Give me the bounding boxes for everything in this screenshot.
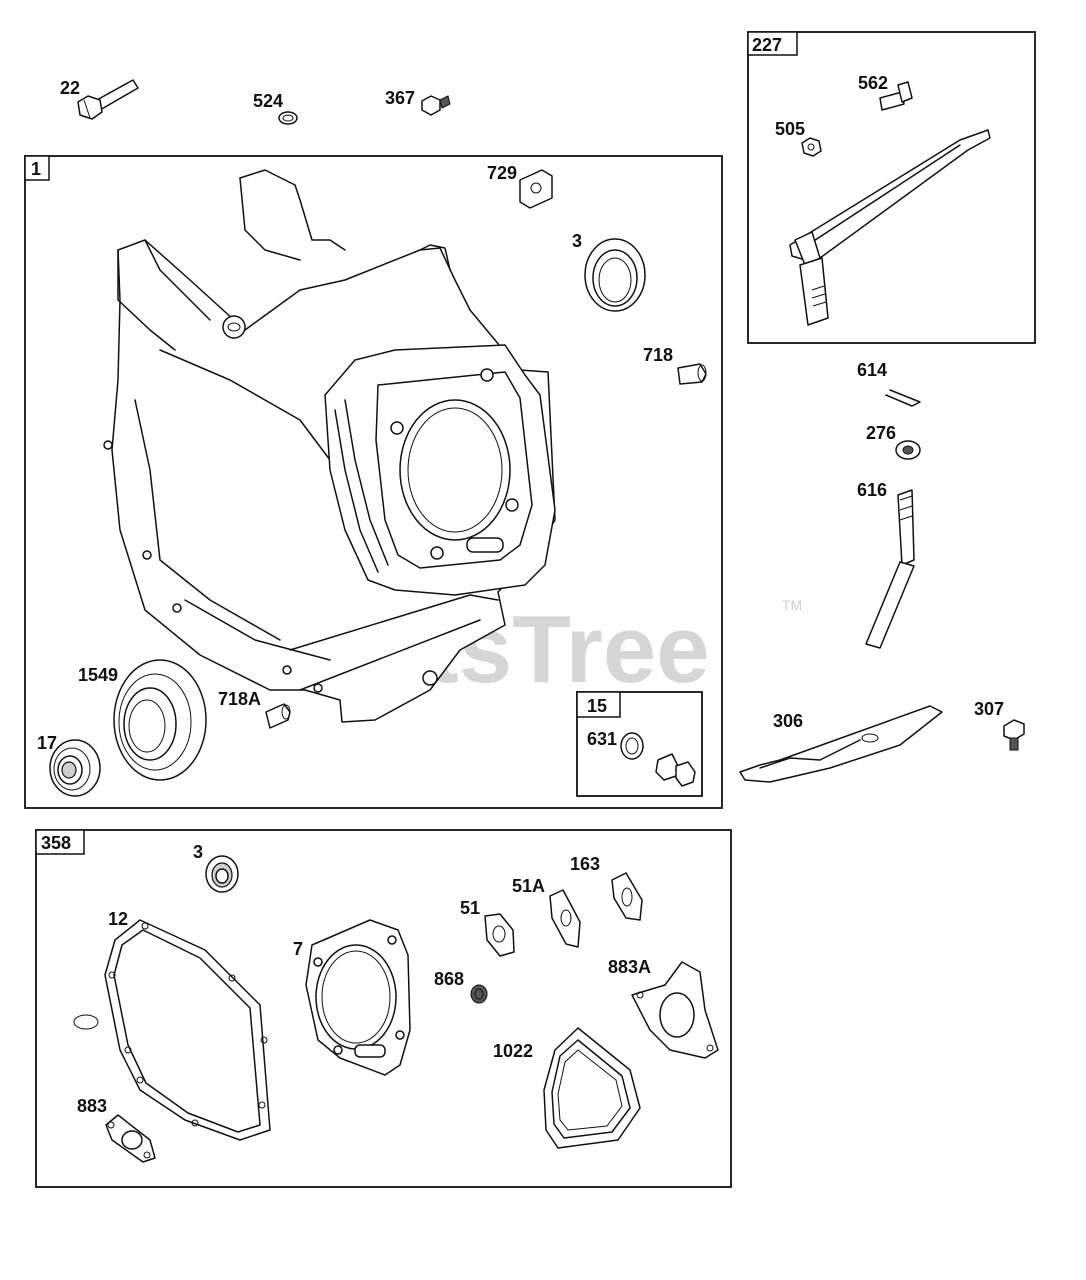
callout-729[interactable]: 729 [487, 163, 517, 183]
part-governor-lever[interactable] [789, 129, 991, 326]
part-51-gasket[interactable] [484, 913, 515, 957]
callout-718[interactable]: 718 [643, 345, 673, 365]
group-227-label: 227 [752, 35, 782, 55]
part-163-gasket[interactable] [611, 872, 643, 921]
part-562-bolt[interactable] [879, 81, 913, 111]
group-1-frame [24, 155, 723, 809]
callout-306[interactable]: 306 [773, 711, 803, 731]
part-22-bolt[interactable] [77, 79, 139, 120]
part-3-oil-seal[interactable] [584, 238, 646, 312]
callout-12[interactable]: 12 [108, 909, 128, 929]
callout-22[interactable]: 22 [60, 78, 80, 98]
callout-307[interactable]: 307 [974, 699, 1004, 719]
callout-1022[interactable]: 1022 [493, 1041, 533, 1061]
part-883A-gasket[interactable] [631, 961, 719, 1059]
part-276-washer[interactable] [895, 440, 921, 460]
callout-51[interactable]: 51 [460, 898, 480, 918]
part-718A-dowel-pin[interactable] [265, 703, 291, 729]
part-729-plug[interactable] [519, 169, 553, 209]
callout-276[interactable]: 276 [866, 423, 896, 443]
group-15-label: 15 [587, 696, 607, 716]
callout-631[interactable]: 631 [587, 729, 617, 749]
group-227-frame [747, 31, 1036, 344]
part-drain-plug[interactable] [655, 753, 696, 787]
group-358-frame [35, 829, 732, 1188]
part-51A-gasket[interactable] [549, 889, 581, 948]
callout-1549[interactable]: 1549 [78, 665, 118, 685]
part-367-screw[interactable] [421, 95, 451, 116]
part-12-crankcase-gasket[interactable] [104, 919, 271, 1141]
group-1-tag [24, 155, 50, 181]
part-505-nut[interactable] [801, 137, 822, 157]
part-718-dowel-pin[interactable] [677, 363, 707, 385]
callout-7[interactable]: 7 [293, 939, 303, 959]
part-1-cylinder-assembly[interactable] [103, 169, 556, 723]
group-15-frame [576, 691, 703, 797]
callout-3-top[interactable]: 3 [572, 231, 582, 251]
part-7-head-gasket[interactable] [305, 919, 411, 1076]
group-15-tag [576, 691, 621, 718]
callout-17[interactable]: 17 [37, 733, 57, 753]
callout-163[interactable]: 163 [570, 854, 600, 874]
callout-51A[interactable]: 51A [512, 876, 545, 896]
part-1022-cover-gasket[interactable] [543, 1027, 641, 1149]
part-868-grommet[interactable] [470, 984, 488, 1004]
part-3-kit-oil-seal[interactable] [205, 855, 239, 893]
callout-562[interactable]: 562 [858, 73, 888, 93]
callout-718A[interactable]: 718A [218, 689, 261, 709]
callout-505[interactable]: 505 [775, 119, 805, 139]
group-227-tag [747, 31, 798, 56]
part-631-washer[interactable] [620, 732, 644, 760]
watermark-trademark: TM [782, 597, 802, 613]
group-358-tag [35, 829, 85, 855]
part-883-gasket[interactable] [105, 1114, 156, 1163]
callout-883A[interactable]: 883A [608, 957, 651, 977]
part-524-washer[interactable] [278, 111, 298, 125]
part-1549-bearing[interactable] [113, 659, 207, 781]
part-306-air-guide[interactable] [739, 705, 943, 783]
callout-614[interactable]: 614 [857, 360, 887, 380]
part-616-shaft[interactable] [865, 489, 915, 649]
callout-883[interactable]: 883 [77, 1096, 107, 1116]
part-614-clip[interactable] [885, 389, 921, 407]
callout-616[interactable]: 616 [857, 480, 887, 500]
callout-868[interactable]: 868 [434, 969, 464, 989]
callout-524[interactable]: 524 [253, 91, 283, 111]
part-small-o-ring[interactable] [73, 1014, 99, 1030]
callout-367[interactable]: 367 [385, 88, 415, 108]
group-358-label: 358 [41, 833, 71, 853]
group-1-label: 1 [31, 159, 41, 179]
part-307-screw[interactable] [1003, 719, 1025, 751]
part-17-bearing[interactable] [49, 739, 101, 797]
callout-3-kit[interactable]: 3 [193, 842, 203, 862]
